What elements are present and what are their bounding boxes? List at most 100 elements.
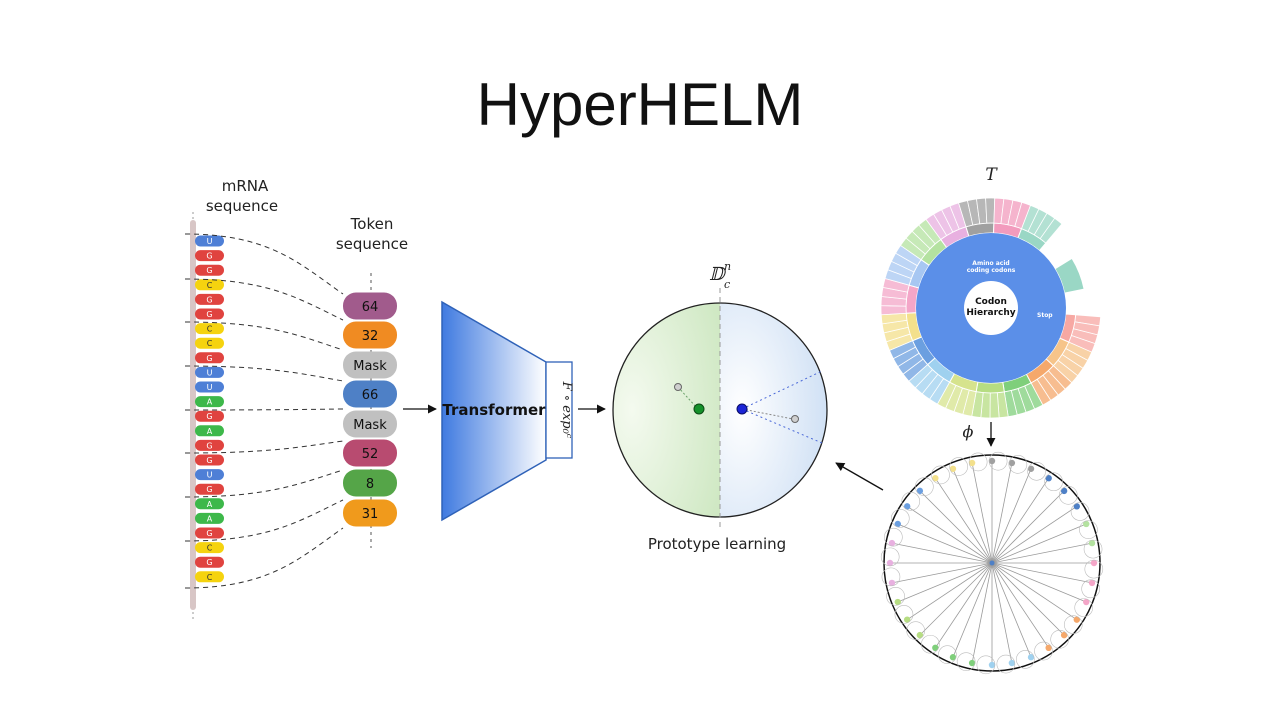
connector-curve	[184, 233, 344, 295]
tree-node	[888, 539, 896, 547]
nucleotide-chip: G	[195, 410, 224, 422]
tree-edge	[906, 562, 993, 621]
nucleotide-label: U	[207, 383, 213, 392]
tree-node	[1008, 459, 1016, 467]
nucleotide-label: C	[207, 339, 213, 348]
tree-node	[1027, 654, 1035, 661]
tree-geodesic	[1059, 486, 1078, 505]
tree-node	[916, 487, 924, 495]
embedded-tree-disk	[880, 451, 1104, 675]
token-chip: 31	[343, 499, 397, 527]
connector-curve	[184, 499, 344, 542]
nucleotide-label: G	[206, 412, 212, 421]
nucleotide-label: G	[206, 354, 212, 363]
sunburst-codon-sector	[985, 197, 996, 224]
tree-node	[1073, 616, 1081, 623]
tree-geodesic	[1008, 455, 1028, 474]
tree-node	[1060, 631, 1068, 639]
nucleotide-chip: C	[195, 571, 224, 583]
disk-symbol-sub: c	[724, 278, 730, 291]
token-chip: 64	[343, 292, 397, 320]
token-label: 66	[362, 388, 379, 403]
tree-geodesic	[884, 527, 903, 547]
sunburst-center-label1: Codon	[975, 297, 1007, 307]
nucleotide-label: C	[207, 325, 213, 334]
tree-node	[1045, 474, 1052, 482]
sunburst-aa-sector	[975, 381, 1005, 394]
mrna-label-line2: sequence	[206, 197, 278, 215]
sunburst-codon-sector	[989, 392, 1000, 419]
disk-symbol: 𝔻	[709, 264, 727, 285]
tree-geodesic	[949, 457, 968, 476]
tree-geodesic	[1079, 520, 1098, 539]
tree-node	[949, 465, 957, 472]
transformer-label: Transformer	[442, 401, 546, 419]
tree-edge	[906, 505, 993, 564]
token-label: 32	[362, 329, 379, 344]
connector-curve	[184, 408, 344, 411]
nucleotide-chip: A	[195, 512, 224, 524]
tree-node	[1027, 465, 1035, 472]
tree-edge	[991, 542, 1093, 564]
connector-curve	[184, 469, 344, 498]
nucleotide-chip: G	[195, 454, 224, 466]
nucleotide-chip: G	[195, 439, 224, 451]
tree-edge	[991, 490, 1065, 564]
nucleotide-chip: U	[195, 381, 224, 393]
sunburst-ring-label2: coding codons	[967, 267, 1016, 274]
nucleotide-chip: C	[195, 542, 224, 554]
tree-edge	[991, 562, 1013, 664]
tree-edge	[991, 462, 1013, 564]
tree-node	[988, 661, 996, 669]
token-label-line2: sequence	[336, 235, 408, 253]
tree-edge	[934, 562, 993, 649]
exp-map-label: F ∘ exp₀ᶜ	[559, 381, 574, 439]
token-label: Mask	[353, 359, 387, 374]
mrna-backbone	[190, 220, 196, 610]
tree-edge	[971, 462, 993, 564]
token-label-line1: Token	[350, 215, 394, 233]
slide-title: HyperHELM	[476, 71, 804, 138]
tree-geodesic	[988, 451, 1008, 471]
tree-node	[1088, 539, 1096, 547]
nucleotide-label: U	[207, 237, 213, 246]
tree-node	[968, 459, 976, 467]
nucleotide-chip: A	[195, 425, 224, 437]
tree-geodesic	[1050, 630, 1069, 649]
sunburst-ring-label1: Amino acid	[972, 260, 1009, 267]
nucleotide-chip: A	[195, 396, 224, 408]
tree-edge	[991, 562, 1093, 584]
nucleotide-label: U	[207, 368, 213, 377]
mrna-label-line1: mRNA	[222, 177, 269, 195]
nucleotide-label: C	[207, 544, 213, 553]
nucleotide-label: U	[207, 471, 213, 480]
token-chip: 8	[343, 469, 397, 497]
tree-geodesic	[921, 634, 940, 654]
connector-curve	[184, 365, 344, 382]
tree-edge	[991, 562, 1065, 636]
tree-geodesic	[1083, 539, 1103, 559]
tree-node	[886, 559, 894, 567]
nucleotide-label: G	[206, 252, 212, 261]
nucleotide-chip: U	[195, 235, 224, 247]
connector-curve	[184, 321, 344, 351]
tree-node	[1045, 644, 1052, 652]
mrna-token-connectors	[184, 233, 344, 589]
tree-edge	[952, 468, 993, 564]
tree-node	[1090, 559, 1098, 567]
sunburst-stop-label: Stop	[1037, 312, 1053, 319]
tree-edge	[991, 468, 1032, 564]
nucleotide-label: G	[206, 310, 212, 319]
tree-geodesic	[890, 509, 910, 528]
tree-node	[894, 598, 901, 606]
nucleotide-label: G	[206, 456, 212, 465]
transformer-block	[441, 300, 547, 522]
tree-geodesic	[1044, 472, 1063, 492]
nucleotide-chip: U	[195, 469, 224, 481]
nucleotide-label: G	[206, 529, 212, 538]
tree-geodesic	[880, 547, 900, 567]
connector-curve	[184, 440, 344, 454]
nucleotide-chip: U	[195, 366, 224, 378]
tree-geodesic	[938, 645, 957, 665]
